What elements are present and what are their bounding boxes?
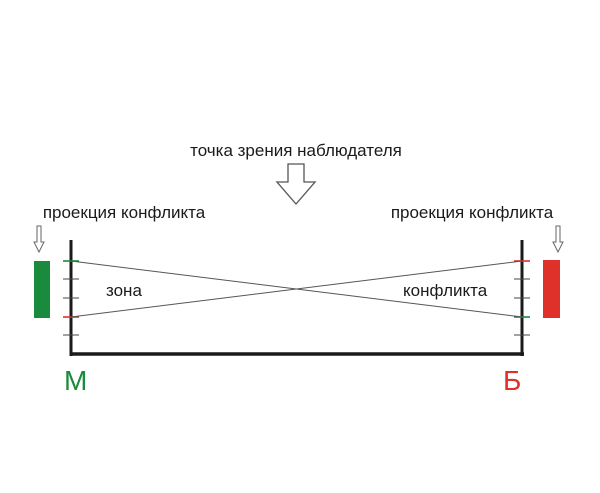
projection-label-left: проекция конфликта [43,203,206,222]
projection-label-right: проекция конфликта [391,203,554,222]
red-projection-bar [543,260,560,318]
conflict-label: конфликта [403,281,488,300]
viewpoint-arrow-icon [275,163,317,205]
projection-arrow-right-icon [552,225,564,254]
cross-line-red [70,260,523,318]
green-projection-bar [34,261,50,318]
zone-label: зона [106,281,142,300]
projection-arrow-left-icon [33,225,45,254]
letter-b: Б [503,365,521,396]
letter-m: М [64,365,87,396]
viewpoint-label: точка зрения наблюдателя [190,141,402,160]
